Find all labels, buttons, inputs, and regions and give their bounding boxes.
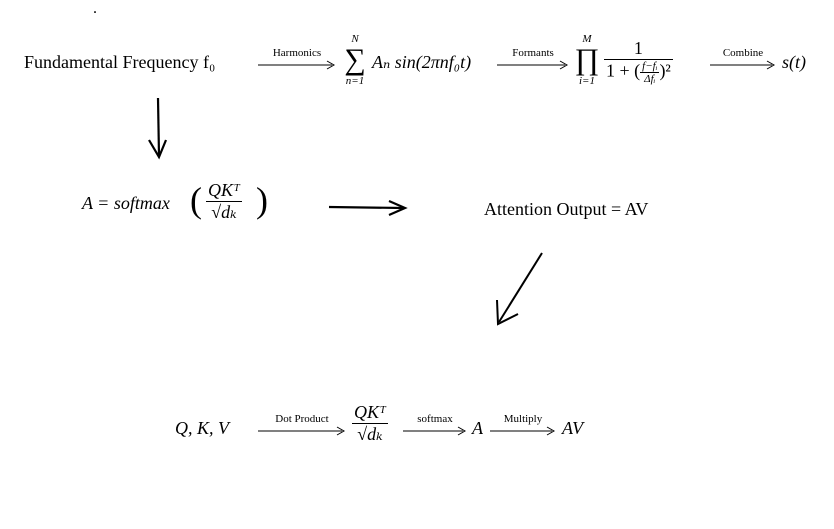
formants-arrow: Formants <box>497 47 569 71</box>
prod-upper-limit: M <box>582 33 592 45</box>
attention-fraction: QKᵀ √dₖ <box>206 180 242 223</box>
sum-lower-limit: n=1 <box>345 75 365 87</box>
summation: N ∑ n=1 <box>338 33 372 87</box>
softmax-arrow-shape <box>403 426 467 436</box>
harmonic-sum-body: Aₙ sin(2πnf₀t) <box>372 52 472 72</box>
dot-product-label: Dot Product <box>275 413 329 425</box>
row3-sqrt-denominator: √dₖ <box>357 424 383 444</box>
dot-product-arrow: Dot Product <box>258 413 346 437</box>
stray-dot: . <box>93 0 97 17</box>
formant-numerator: 1 <box>633 38 643 58</box>
signal-output: s(t) <box>782 52 806 72</box>
harmonics-label: Harmonics <box>272 47 322 59</box>
prod-symbol: ∏ <box>574 43 600 76</box>
prod-lower-limit: i=1 <box>579 75 595 87</box>
harmonics-arrow: Harmonics <box>258 47 336 71</box>
dot-product-arrow-shape <box>258 426 346 436</box>
softmax-arrow: softmax <box>403 413 467 437</box>
av-output: AV <box>562 418 584 438</box>
inner-denominator: Δfᵢ <box>644 73 656 85</box>
denominator-open: 1 + ( <box>606 60 641 81</box>
product: M ∏ i=1 <box>572 33 602 87</box>
softmax-lhs: A = softmax <box>82 193 170 213</box>
attention-equation-lhs: A = softmax <box>82 193 170 214</box>
denominator-close: )² <box>659 60 671 81</box>
right-arrow <box>328 199 408 217</box>
inner-numerator: f−fᵢ <box>642 60 658 72</box>
attention-weights: A <box>472 418 483 438</box>
multiply-arrow: Multiply <box>490 413 556 437</box>
sum-symbol: ∑ <box>344 43 366 76</box>
left-paren: ( <box>190 180 202 220</box>
diagonal-arrow <box>496 252 543 326</box>
multiply-arrow-shape <box>490 426 556 436</box>
formants-arrow-shape <box>497 60 569 70</box>
sum-upper-limit: N <box>351 33 359 45</box>
qk-numerator: QKᵀ <box>208 180 240 200</box>
scaled-score-fraction: QKᵀ √dₖ <box>352 402 388 445</box>
down-arrow <box>148 97 168 160</box>
combine-label: Combine <box>722 47 764 59</box>
combine-arrow: Combine <box>710 47 776 71</box>
fundamental-frequency-label: Fundamental Frequency f₀ <box>24 52 216 72</box>
attention-output-label: Attention Output = AV <box>484 199 649 219</box>
combine-arrow-shape <box>710 60 776 70</box>
qkv-inputs: Q, K, V <box>175 418 229 438</box>
formants-label: Formants <box>512 47 554 59</box>
row3-qk-numerator: QKᵀ <box>354 402 386 422</box>
right-paren: ) <box>256 180 268 220</box>
sqrt-dk-denominator: √dₖ <box>211 202 237 222</box>
softmax-label: softmax <box>417 413 453 425</box>
harmonics-arrow-shape <box>258 60 336 70</box>
multiply-label: Multiply <box>503 413 543 425</box>
